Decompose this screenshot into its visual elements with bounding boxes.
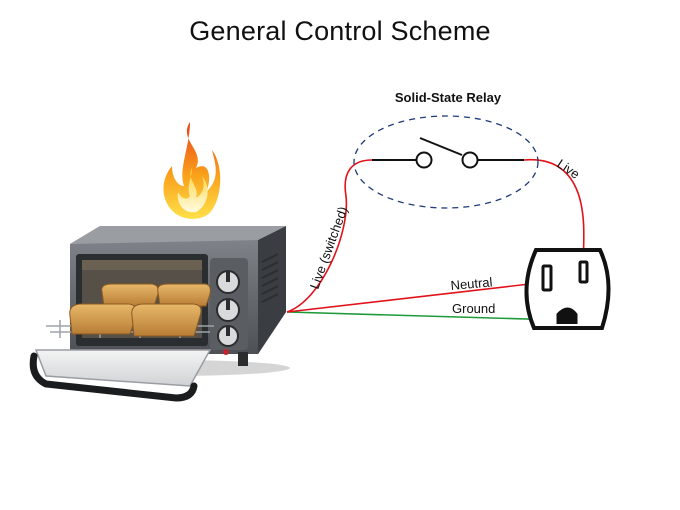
outlet-hot-slot: [578, 260, 589, 284]
live-wire: [523, 158, 585, 265]
neutral-label: Neutral: [450, 274, 493, 293]
power-outlet-icon: [524, 248, 611, 330]
toast-slices: [69, 283, 211, 337]
relay-label: Solid-State Relay: [395, 90, 502, 105]
live-switched-wire: [286, 159, 373, 313]
solid-state-relay: Solid-State Relay: [353, 90, 539, 209]
flame-icon: [163, 122, 221, 219]
ground-wire: [286, 311, 561, 321]
outlet-neutral-slot: [541, 264, 553, 292]
neutral-wire: [286, 281, 548, 313]
oven-power-light: [223, 349, 229, 355]
relay-boundary: [353, 115, 539, 209]
oven-vents: [261, 253, 279, 303]
live-label: Live: [554, 156, 582, 182]
outlet-ground-hole: [556, 307, 578, 324]
ground-label: Ground: [452, 301, 495, 316]
oven-door: [34, 349, 212, 387]
oven-door-handle: [29, 352, 198, 402]
live-switched-label: Live (switched): [307, 204, 351, 291]
toaster-oven-icon: [29, 226, 290, 402]
relay-switch-symbol: [372, 137, 524, 169]
oven-top: [70, 226, 286, 244]
diagram-title: General Control Scheme: [189, 16, 491, 46]
